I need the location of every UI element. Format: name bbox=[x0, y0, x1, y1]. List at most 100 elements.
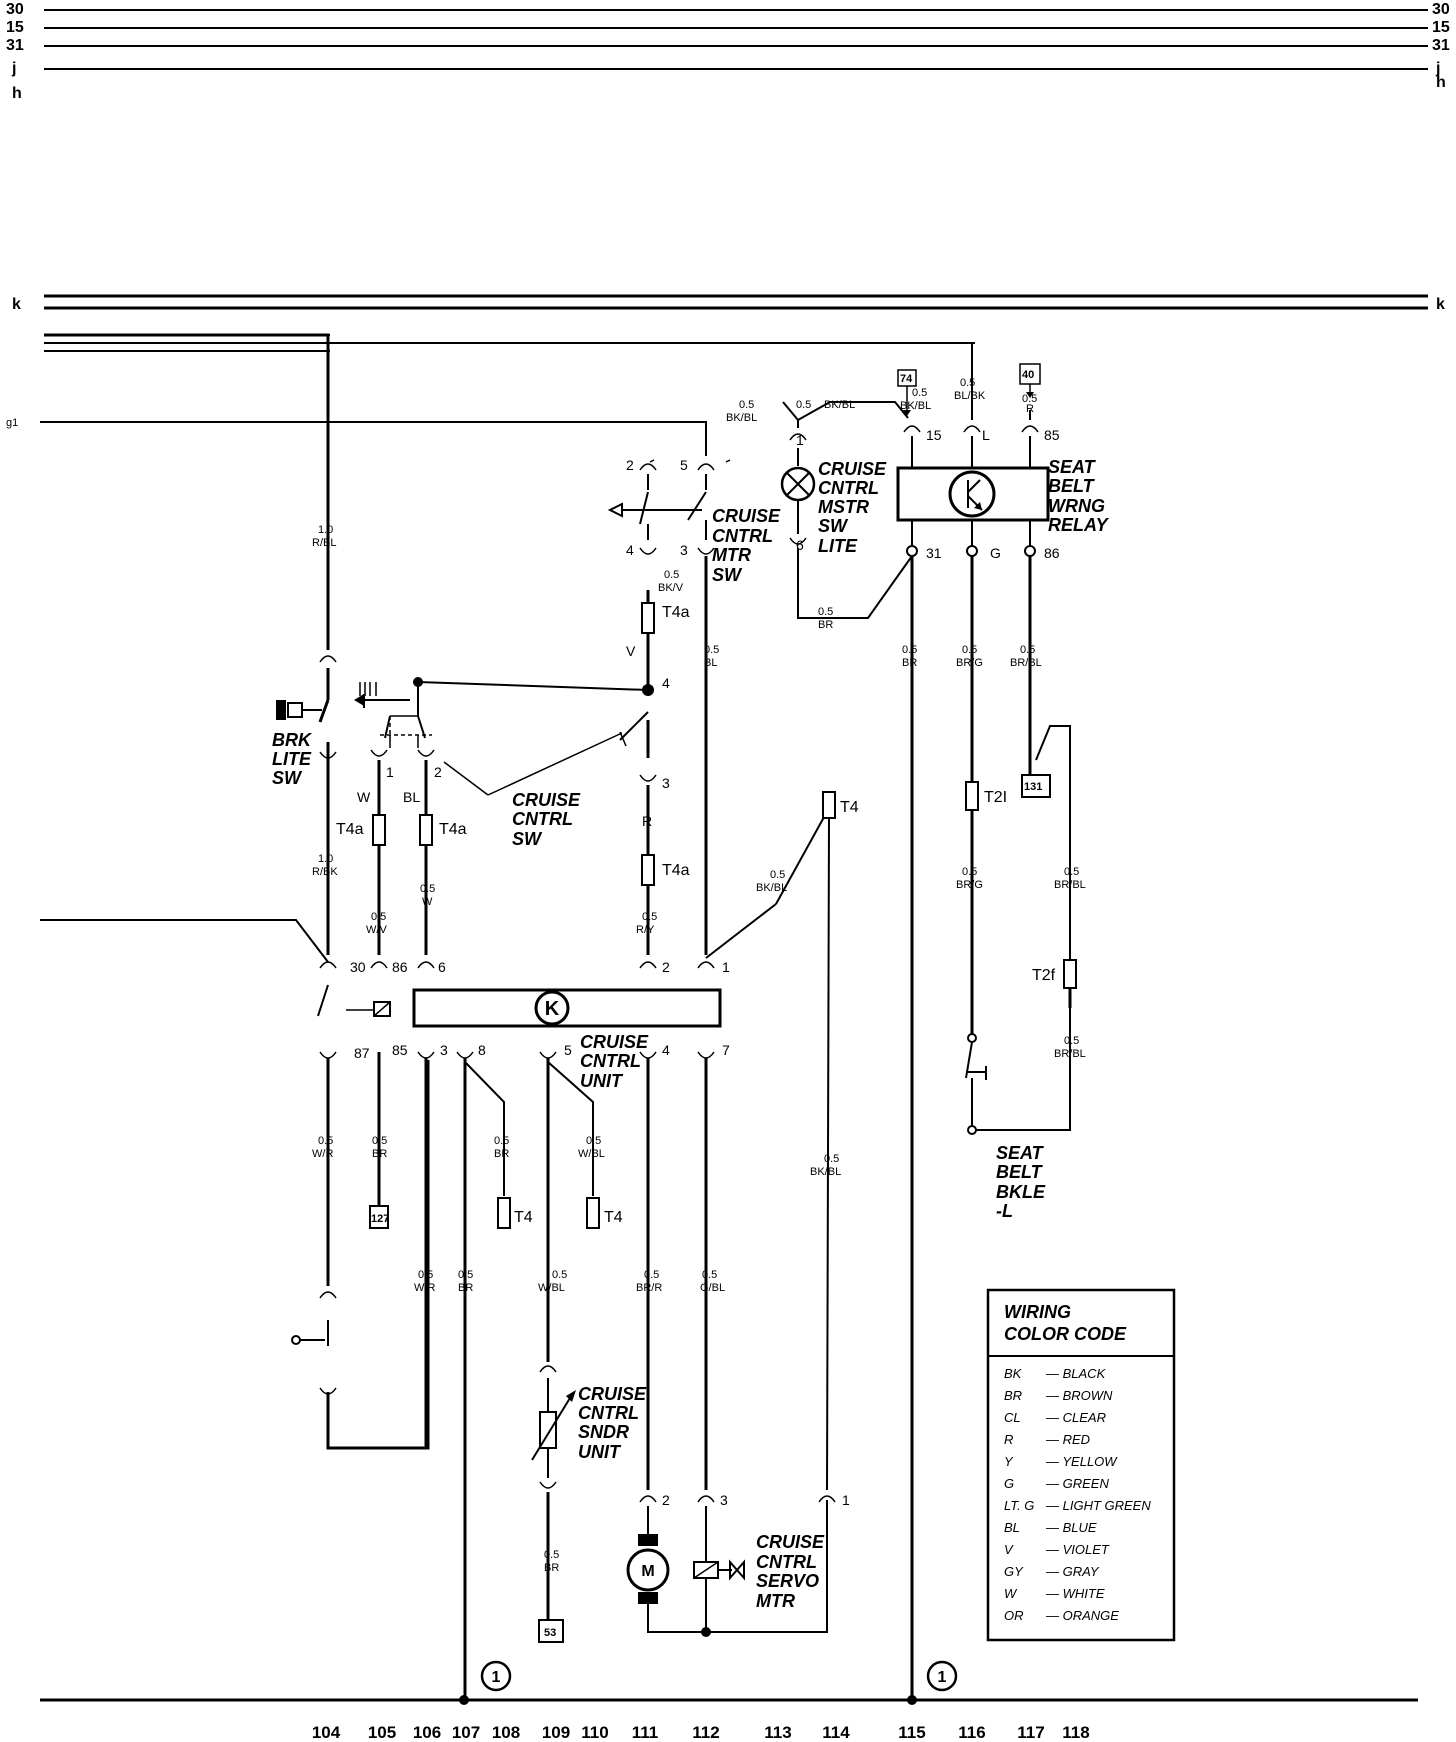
ref-74: 74 bbox=[900, 373, 913, 385]
ref-40: 40 bbox=[1022, 369, 1034, 381]
bus-label-k-left: k bbox=[12, 296, 21, 313]
legend-code: R bbox=[1004, 1432, 1013, 1447]
seat-belt-bkle-label-2: BELT bbox=[996, 1162, 1044, 1182]
legend-code: LT. G bbox=[1004, 1498, 1034, 1513]
legend-title-1: WIRING bbox=[1004, 1302, 1071, 1322]
wire-label-bkbl114-1: 0.5 bbox=[824, 1153, 839, 1165]
wire-label-brg2-1: 0.5 bbox=[962, 866, 977, 878]
legend-color-name: — BLACK bbox=[1045, 1366, 1107, 1381]
wire-label-br108-1: 0.5 bbox=[494, 1135, 509, 1147]
pin-u-6: 6 bbox=[438, 959, 446, 975]
pin-relay-31: 31 bbox=[926, 545, 942, 561]
wire-label-wv-2: W/V bbox=[366, 924, 387, 936]
pin-u-4: 4 bbox=[662, 1042, 670, 1058]
pin-relay-L: L bbox=[982, 427, 990, 443]
column-number: 116 bbox=[958, 1723, 985, 1742]
ground-bus bbox=[40, 1695, 1418, 1705]
pin-relay-85: 85 bbox=[1044, 427, 1060, 443]
bus-label-k-right: k bbox=[1436, 296, 1445, 313]
bus-label-30-right: 30 bbox=[1432, 1, 1450, 18]
pin-u-30: 30 bbox=[350, 959, 366, 975]
column-number: 117 bbox=[1017, 1723, 1044, 1742]
ground-symbol-left: 1 bbox=[480, 1660, 512, 1692]
cruise-mtr-sw-label-4: SW bbox=[712, 565, 743, 585]
cruise-sw-label-2: CNTRL bbox=[512, 809, 573, 829]
wire-label-r85-1: 0.5 bbox=[1022, 393, 1037, 405]
seat-belt-bkle-label-4: -L bbox=[996, 1201, 1013, 1221]
pin-csw-3: 3 bbox=[662, 775, 670, 791]
t4-114: T4 bbox=[840, 799, 859, 816]
cruise-servo-label-3: SERVO bbox=[756, 1571, 819, 1591]
wire-label-bkbl2-2: BK/BL bbox=[824, 399, 855, 411]
legend-color-name: — GRAY bbox=[1045, 1564, 1100, 1579]
wire-label-brg1-1: 0.5 bbox=[962, 644, 977, 656]
wire-label-blbk-2: BL/BK bbox=[954, 390, 986, 402]
ground-number-right: 1 bbox=[938, 1669, 947, 1686]
cruise-sw-label-1: CRUISE bbox=[512, 790, 581, 810]
wire-label-gbl-2: G/BL bbox=[700, 1282, 725, 1294]
t4a-106: T4a bbox=[336, 821, 364, 838]
seat-belt-wrng-relay: 74 40 SEAT BELT WRNG RELAY bbox=[896, 343, 1110, 557]
column-number: 115 bbox=[898, 1723, 925, 1742]
pin-u-3: 3 bbox=[440, 1042, 448, 1058]
column-108-wiring bbox=[456, 1051, 511, 1700]
pin-csw-2: 2 bbox=[434, 764, 442, 780]
legend-code: G bbox=[1004, 1476, 1014, 1491]
cruise-mstr-lite-label-3: MSTR bbox=[818, 497, 869, 517]
legend-code: V bbox=[1004, 1542, 1014, 1557]
pin-m-1: 1 bbox=[842, 1492, 850, 1508]
cruise-mtr-sw-label-1: CRUISE bbox=[712, 506, 781, 526]
column-number: 104 bbox=[312, 1723, 341, 1742]
wire-label-brbl3-1: 0.5 bbox=[1064, 1035, 1079, 1047]
legend-code: BL bbox=[1004, 1520, 1020, 1535]
column-number: 118 bbox=[1062, 1723, 1089, 1742]
t4a-107: T4a bbox=[439, 821, 467, 838]
wire-label-blbk-1: 0.5 bbox=[960, 377, 975, 389]
cruise-mtr-sw-label-3: MTR bbox=[712, 545, 751, 565]
cruise-unit-label-2: CNTRL bbox=[580, 1051, 641, 1071]
wire-label-wbl110-1: 0.5 bbox=[586, 1135, 601, 1147]
legend-code: CL bbox=[1004, 1410, 1021, 1425]
legend-color-name: — WHITE bbox=[1045, 1586, 1105, 1601]
legend-code: BR bbox=[1004, 1388, 1022, 1403]
wire-label-br107-2: BR bbox=[458, 1282, 473, 1294]
pin-u-2: 2 bbox=[662, 959, 670, 975]
legend-color-name: — BLUE bbox=[1045, 1520, 1097, 1535]
wire-label-bkv-2: BK/V bbox=[658, 582, 684, 594]
column-number: 107 bbox=[452, 1723, 480, 1742]
pin-u-5: 5 bbox=[564, 1042, 572, 1058]
wire-label-br127-2: BR bbox=[372, 1148, 387, 1160]
pin-t4a-w: W bbox=[357, 789, 371, 805]
pin-t4a-bl: BL bbox=[403, 789, 420, 805]
bus-label-30-left: 30 bbox=[6, 1, 24, 18]
wire-label-brr-2: BR/R bbox=[636, 1282, 662, 1294]
cruise-mstr-lite-label-2: CNTRL bbox=[818, 478, 879, 498]
pin-csw-1: 1 bbox=[386, 764, 394, 780]
legend-code: OR bbox=[1004, 1608, 1024, 1623]
wire-label-105-bot-1: 0.5 bbox=[318, 1135, 333, 1147]
pin-sw-4: 4 bbox=[626, 542, 634, 558]
wire-label-bkv-1: 0.5 bbox=[664, 569, 679, 581]
wire-label-br108-2: BR bbox=[494, 1148, 509, 1160]
cruise-servo-label-2: CNTRL bbox=[756, 1552, 817, 1572]
wire-label-w-1: 0.5 bbox=[420, 883, 435, 895]
column-number: 111 bbox=[632, 1723, 659, 1742]
wire-label-gbl-1: 0.5 bbox=[702, 1269, 717, 1281]
column-number: 110 bbox=[581, 1723, 608, 1742]
seat-belt-relay-label-1: SEAT bbox=[1048, 457, 1097, 477]
wire-label-bkbl3-1: 0.5 bbox=[770, 869, 785, 881]
wire-label-brg2-2: BR/G bbox=[956, 879, 983, 891]
bus-label-h-left: h bbox=[12, 85, 22, 102]
column-number: 105 bbox=[368, 1723, 396, 1742]
pin-sw-2: 2 bbox=[626, 457, 634, 473]
column-106-wiring bbox=[346, 749, 391, 1229]
legend-code: GY bbox=[1004, 1564, 1024, 1579]
wire-label-wbl109-2: W/BL bbox=[538, 1282, 565, 1294]
wire-label-brbl2-2: BR/BL bbox=[1054, 879, 1086, 891]
cruise-sndr-label-4: UNIT bbox=[578, 1442, 622, 1462]
cruise-unit-label-3: UNIT bbox=[580, 1071, 624, 1091]
wire-label-wr2-1: 0.5 bbox=[418, 1269, 433, 1281]
t4-108: T4 bbox=[514, 1209, 533, 1226]
